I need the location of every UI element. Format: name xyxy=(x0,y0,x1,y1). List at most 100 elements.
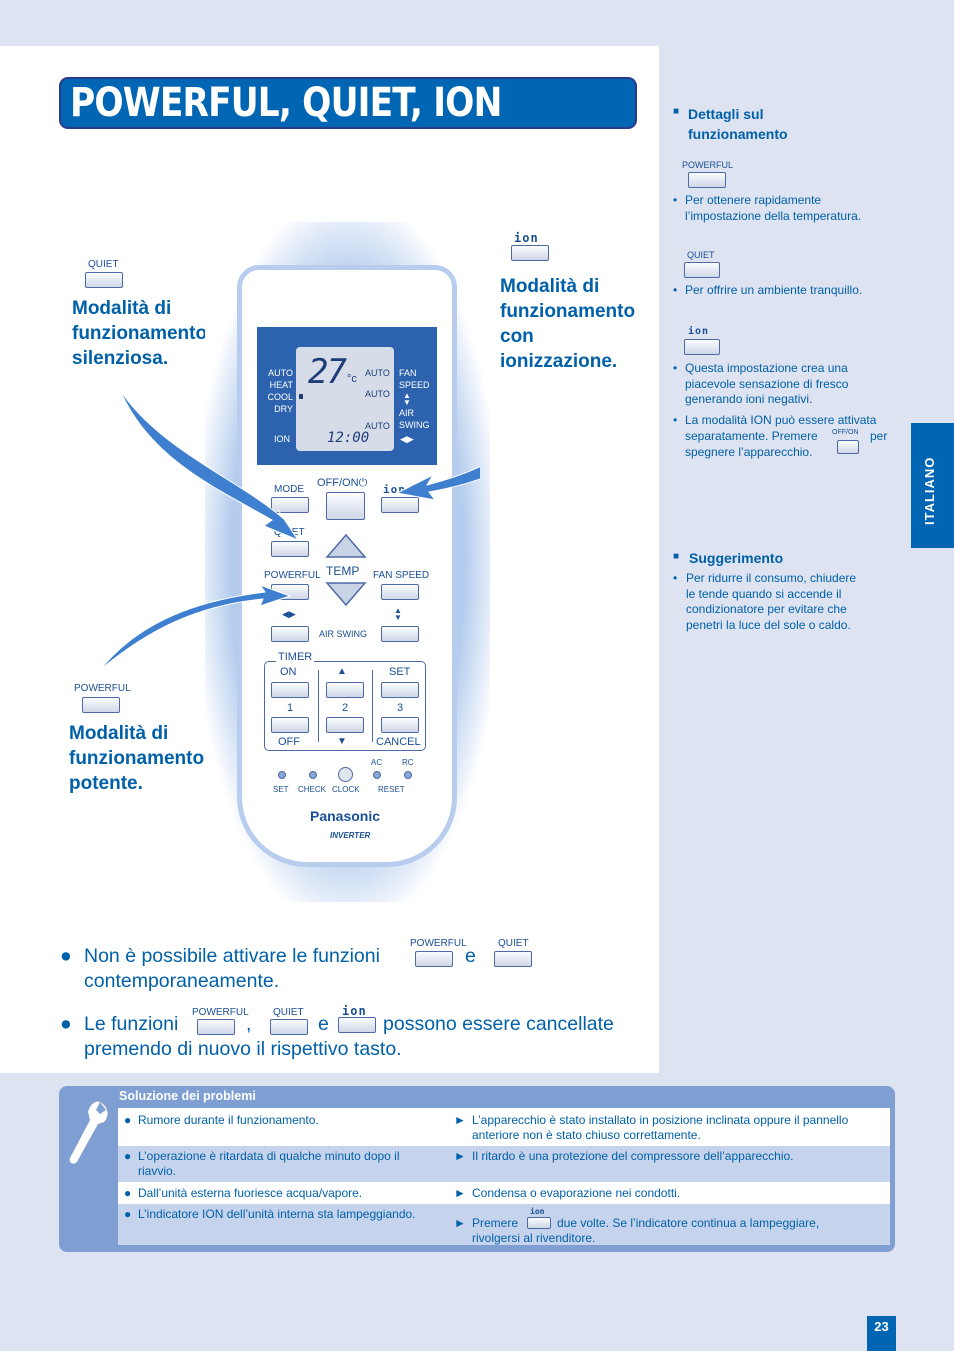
timer-set-button[interactable] xyxy=(381,682,419,698)
lcd-auto-3: AUTO xyxy=(365,421,390,431)
timer-on-button[interactable] xyxy=(271,682,309,698)
ac-label: AC xyxy=(371,758,383,767)
note-2-quiet-label: QUIET xyxy=(273,1007,304,1018)
note-2-ion-label: ion xyxy=(342,1004,367,1018)
check-label: CHECK xyxy=(298,785,327,794)
remote-ion-button[interactable] xyxy=(381,497,419,513)
temp-down-button[interactable] xyxy=(325,582,367,607)
remote-quiet-button[interactable] xyxy=(271,541,309,557)
note-2-text-b: possono essere cancellate xyxy=(383,1013,614,1035)
table-row-bg-2 xyxy=(118,1146,890,1182)
sugg-bullet: • xyxy=(673,571,678,585)
fan-speed-button[interactable] xyxy=(381,584,419,600)
right-powerful-bullet: • xyxy=(673,193,678,207)
note-1-powerful-label: POWERFUL xyxy=(410,938,467,949)
timer-cancel-label: CANCEL xyxy=(376,736,421,748)
note-1-text-a: Non è possibile attivare le funzioni xyxy=(84,945,380,967)
right-quiet-bullet: • xyxy=(673,283,678,297)
lcd-ion-label: ION xyxy=(274,434,291,444)
clock-label: CLOCK xyxy=(332,785,360,794)
horizontal-swing-button[interactable] xyxy=(271,626,309,642)
rc-label: RC xyxy=(402,758,414,767)
right-ion-text-1: Questa impostazione crea una piacevole s… xyxy=(685,361,849,406)
timer-up-arrow-icon: ▲ xyxy=(337,666,347,677)
right-offon-icon xyxy=(837,440,859,454)
note-2-text-a: Le funzioni xyxy=(84,1013,179,1035)
powerful-button-label: POWERFUL xyxy=(74,683,131,694)
clock-button[interactable] xyxy=(338,767,353,782)
quiet-arrow xyxy=(119,389,300,542)
timer-divider-1 xyxy=(318,670,319,742)
right-ion-text-5: spegnere l’apparecchio. xyxy=(685,445,813,459)
timer-off-button[interactable] xyxy=(271,717,309,733)
note-1-e: e xyxy=(465,945,476,967)
timer-set-label: SET xyxy=(389,666,411,678)
temp-up-button[interactable] xyxy=(325,533,367,558)
remote-lcd-screen xyxy=(296,347,394,451)
lcd-temperature: 27 xyxy=(308,352,347,392)
troubleshooting-title: Soluzione dei problemi xyxy=(119,1089,256,1103)
set-small-label: SET xyxy=(273,785,289,794)
air-swing-label: AIR SWING xyxy=(319,629,368,639)
right-ion-label: ion xyxy=(688,326,710,337)
set-dot-button[interactable] xyxy=(278,771,286,779)
powerful-button-icon xyxy=(82,697,120,713)
powerful-description: Modalità di funzionamento potente. xyxy=(69,723,205,794)
ion-description: Modalità di funzionamento con ionizzazio… xyxy=(500,276,636,372)
check-dot-button[interactable] xyxy=(309,771,317,779)
lcd-air-swing-label: AIR SWING xyxy=(399,408,430,430)
timer-cancel-button[interactable] xyxy=(381,717,419,733)
right-quiet-label: QUIET xyxy=(687,250,715,260)
note-2-ion-icon xyxy=(338,1017,376,1033)
lcd-fan-speed-label: FAN SPEED xyxy=(399,368,430,390)
lcd-mode-list: AUTO HEAT COOL DRY xyxy=(267,368,293,414)
sugg-text: Per ridurre il consumo, chiudere le tend… xyxy=(686,571,857,632)
note-bullet-1: ● xyxy=(60,945,72,967)
right-ion-text-4: per xyxy=(870,429,888,443)
vertical-swing-button[interactable] xyxy=(381,626,419,642)
note-2-quiet-icon xyxy=(270,1019,308,1035)
right-ion-icon xyxy=(684,339,720,355)
trouble-ion-icon xyxy=(527,1217,551,1229)
note-2-powerful-icon xyxy=(197,1019,235,1035)
note-2-comma: , xyxy=(246,1013,252,1035)
ac-reset-button[interactable] xyxy=(373,771,381,779)
timer-down-arrow-icon: ▼ xyxy=(337,736,347,747)
ion-button-label: ion xyxy=(514,231,539,245)
offon-button[interactable] xyxy=(326,492,365,520)
right-quiet-text: Per offrire un ambiente tranquillo. xyxy=(685,283,863,297)
dettagli-heading: Dettagli sul funzionamento xyxy=(688,106,788,142)
note-1-powerful-icon xyxy=(415,951,453,967)
lcd-horizontal-swing-icon: ◀▶ xyxy=(400,434,414,444)
timer-on-label: ON xyxy=(280,666,297,678)
title-bar xyxy=(59,77,637,129)
note-1-text-b: contemporaneamente. xyxy=(84,970,280,992)
page-title: POWERFUL, QUIET, ION xyxy=(70,80,502,126)
note-2-e: e xyxy=(318,1013,329,1035)
mode-button[interactable] xyxy=(271,497,309,513)
right-powerful-icon xyxy=(688,172,726,188)
note-2-powerful-label: POWERFUL xyxy=(192,1007,249,1018)
timer-up-button[interactable] xyxy=(326,682,364,698)
right-ion-text-3: separatamente. Premere xyxy=(685,429,818,443)
right-quiet-icon xyxy=(684,262,720,278)
ion-button-icon xyxy=(511,245,549,261)
rc-reset-button[interactable] xyxy=(404,771,412,779)
sugg-square-icon: ■ xyxy=(673,551,680,562)
timer-3-label: 3 xyxy=(397,702,404,714)
callout-arrows xyxy=(100,389,480,671)
timer-down-button[interactable] xyxy=(326,717,364,733)
table-row-bg-4 xyxy=(118,1204,890,1245)
timer-2-label: 2 xyxy=(342,702,349,714)
note-1-quiet-label: QUIET xyxy=(498,938,529,949)
right-ion-bullet-2: • xyxy=(673,413,678,427)
note-2-text-c: premendo di nuovo il rispettivo tasto. xyxy=(84,1038,402,1060)
temp-label: TEMP xyxy=(326,564,360,578)
right-ion-bullet-1: • xyxy=(673,361,678,375)
remote-powerful-label: POWERFUL xyxy=(264,570,321,581)
powerful-arrow xyxy=(100,583,292,671)
offon-label: OFF/ON⏻ xyxy=(317,477,368,489)
right-offon-label: OFF/ON xyxy=(832,429,859,436)
quiet-description: Modalità di funzionamento silenziosa. xyxy=(72,298,208,369)
right-powerful-text: Per ottenere rapidamente l’impostazione … xyxy=(685,193,862,223)
